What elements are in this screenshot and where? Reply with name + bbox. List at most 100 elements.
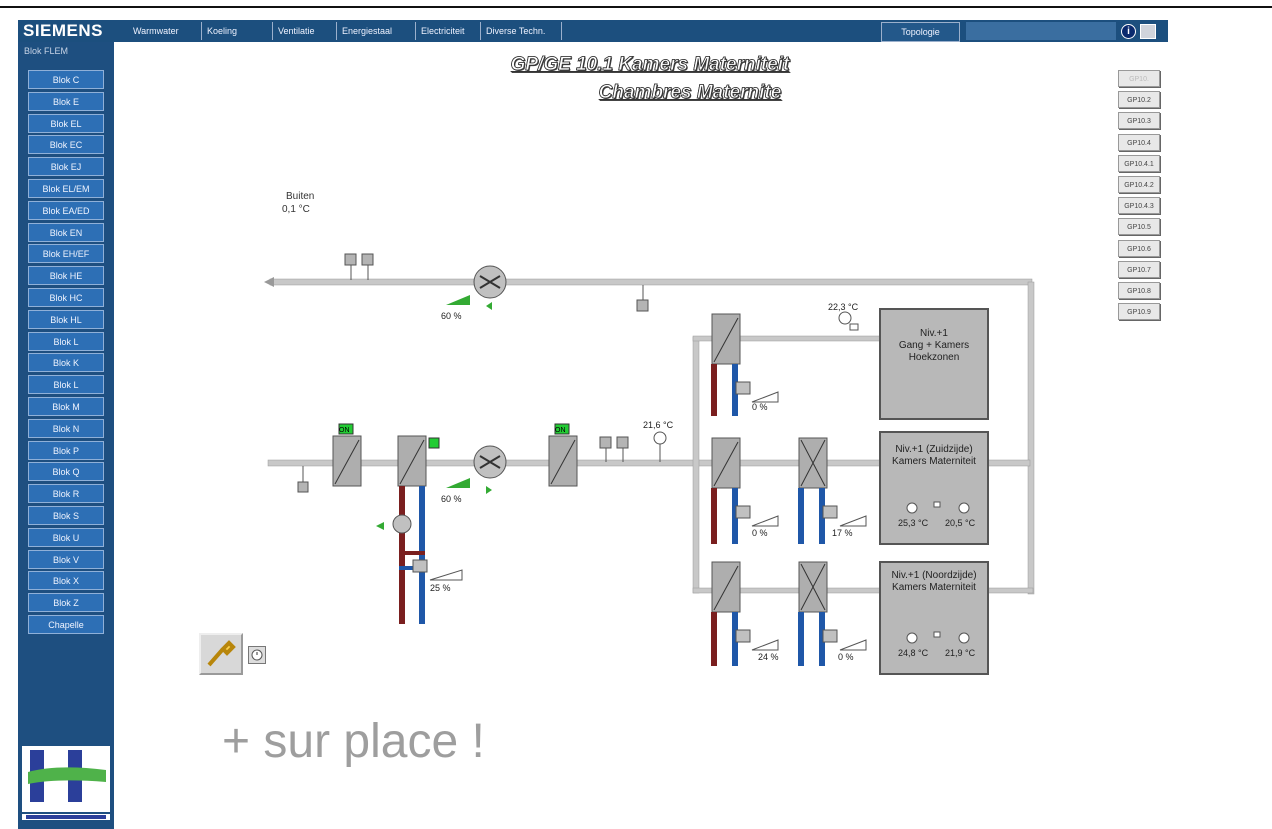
info-icon[interactable]: i: [1121, 24, 1136, 39]
sidebar-item[interactable]: Blok EL: [28, 113, 104, 133]
zone1-name-line3: Hoekzonen: [908, 352, 960, 363]
nav-diverse-techn[interactable]: Diverse Techn.: [481, 22, 562, 40]
sidebar-item[interactable]: Blok R: [28, 484, 104, 504]
zone3-cool-coil-icon: [798, 561, 828, 613]
zone3-name-line1: Niv.+1 (Noordzijde): [891, 570, 977, 581]
sidebar-item[interactable]: Blok S: [28, 505, 104, 525]
zone3-room[interactable]: [879, 561, 989, 675]
supply-sensor-icon: [599, 436, 612, 449]
zone1-temp-sensor-icon: [838, 311, 852, 325]
zone1-valve: 0 %: [752, 402, 768, 412]
gp-button[interactable]: GP10.6: [1118, 239, 1160, 257]
extract-fan-percent: 60 %: [441, 311, 462, 321]
zone1-name-line2: Gang + Kamers: [898, 340, 970, 351]
sidebar-item[interactable]: Blok U: [28, 527, 104, 547]
sidebar-item[interactable]: Blok Z: [28, 593, 104, 613]
gp-button[interactable]: GP10.4: [1118, 133, 1160, 151]
sidebar-item[interactable]: Blok L: [28, 375, 104, 395]
outside-temp-value: 0,1 °C: [282, 204, 310, 215]
supply-sensor-icon: [616, 436, 629, 449]
zone2-temp2: 20,5 °C: [945, 518, 976, 528]
wrench-icon: [207, 640, 236, 667]
zone3-label: Niv.+1 (Noordzijde) Kamers Materniteit: [882, 570, 986, 594]
sidebar-item[interactable]: Chapelle: [28, 614, 104, 634]
sidebar-item[interactable]: Blok HL: [28, 309, 104, 329]
sidebar-item[interactable]: Blok EL/EM: [28, 178, 104, 198]
recovery-status-icon: [338, 423, 354, 435]
sidebar-item[interactable]: Blok N: [28, 418, 104, 438]
sidebar-item[interactable]: Blok L: [28, 331, 104, 351]
nav-koeling[interactable]: Koeling: [202, 22, 273, 40]
nav-electriciteit[interactable]: Electriciteit: [416, 22, 481, 40]
sidebar-item[interactable]: Blok EC: [28, 135, 104, 155]
zone3-temp2: 21,9 °C: [945, 648, 976, 658]
zone1-valve-icon: [735, 381, 751, 395]
supply-duct: [267, 459, 1031, 467]
gp-button[interactable]: GP10.7: [1118, 260, 1160, 278]
gp-button[interactable]: GP10.9: [1118, 303, 1160, 321]
top-nav: Warmwater Koeling Ventilatie Energiestaa…: [128, 22, 562, 40]
zone2-cool-valve-icon: [822, 505, 838, 519]
zone2-label: Niv.+1 (Zuidzijde) Kamers Materniteit: [882, 444, 986, 468]
nav-energiestaal[interactable]: Energiestaal: [337, 22, 416, 40]
pump-icon: [392, 514, 412, 534]
sidebar-item[interactable]: Blok V: [28, 549, 104, 569]
riser-duct: [1027, 281, 1035, 595]
annotation-text: + sur place !: [222, 715, 485, 768]
sidebar-item[interactable]: Blok EJ: [28, 157, 104, 177]
zone2-heat-valve-icon: [735, 505, 751, 519]
gp-button[interactable]: GP10.3: [1118, 112, 1160, 130]
sidebar-item[interactable]: Blok E: [28, 91, 104, 111]
gp-button[interactable]: GP10.4.3: [1118, 197, 1160, 215]
top-navigation-bar: [18, 20, 1168, 42]
sidebar-item[interactable]: Blok HE: [28, 266, 104, 286]
extract-damper-icon: [636, 299, 649, 312]
sidebar-item[interactable]: Blok EH/EF: [28, 244, 104, 264]
recovery-status-text: ON: [339, 427, 350, 434]
clock-button[interactable]: [248, 646, 266, 664]
zone2-temp1: 25,3 °C: [898, 518, 929, 528]
toolbox-button[interactable]: [199, 633, 243, 675]
zone2-room[interactable]: [879, 431, 989, 545]
zone3-valve-heat: 24 %: [758, 652, 779, 662]
h-logo-icon: [18, 742, 114, 824]
gp-button[interactable]: GP10.5: [1118, 218, 1160, 236]
zone1-room[interactable]: [879, 308, 989, 420]
sidebar-item[interactable]: Blok Q: [28, 462, 104, 482]
status-field: [966, 22, 1116, 40]
gp-button[interactable]: GP10.: [1118, 70, 1160, 87]
page-subtitle: Chambres Maternite: [598, 82, 782, 104]
sidebar-item[interactable]: Blok K: [28, 353, 104, 373]
page-title: GP/GE 10.1 Kamers Materniteit: [510, 54, 790, 76]
sidebar-item[interactable]: Blok X: [28, 571, 104, 591]
sidebar-item[interactable]: Blok EN: [28, 222, 104, 242]
sidebar-item[interactable]: Blok P: [28, 440, 104, 460]
outside-temp-label: Buiten: [286, 191, 314, 202]
topology-button[interactable]: Topologie: [881, 22, 960, 42]
gp-button[interactable]: GP10.4.2: [1118, 175, 1160, 193]
gp-button[interactable]: GP10.2: [1118, 91, 1160, 109]
zone3-cool-valve-icon: [822, 629, 838, 643]
hospital-logo: [18, 742, 114, 824]
zone1-label: Niv.+1 Gang + Kamers Hoekzonen: [882, 328, 986, 364]
gp-button[interactable]: GP10.8: [1118, 281, 1160, 299]
zone3-temp1: 24,8 °C: [898, 648, 929, 658]
coil-status-text: ON: [555, 427, 566, 434]
siemens-logo: SIEMENS: [23, 21, 104, 40]
extract-sensor-icon: [344, 253, 357, 266]
sidebar-item[interactable]: Blok M: [28, 396, 104, 416]
extract-sensor-icon: [361, 253, 374, 266]
nav-ventilatie[interactable]: Ventilatie: [273, 22, 337, 40]
top-rule: [0, 6, 1272, 8]
gp-button[interactable]: GP10.4.1: [1118, 154, 1160, 172]
zone2-valve-cool: 17 %: [832, 528, 853, 538]
sidebar-item[interactable]: Blok HC: [28, 287, 104, 307]
sidebar-item[interactable]: Blok C: [28, 70, 104, 89]
print-icon[interactable]: [1140, 24, 1156, 39]
sidebar-item[interactable]: Blok EA/ED: [28, 200, 104, 220]
nav-warmwater[interactable]: Warmwater: [128, 22, 202, 40]
supply-fan-percent: 60 %: [441, 494, 462, 504]
heating-valve-icon: [412, 559, 428, 573]
